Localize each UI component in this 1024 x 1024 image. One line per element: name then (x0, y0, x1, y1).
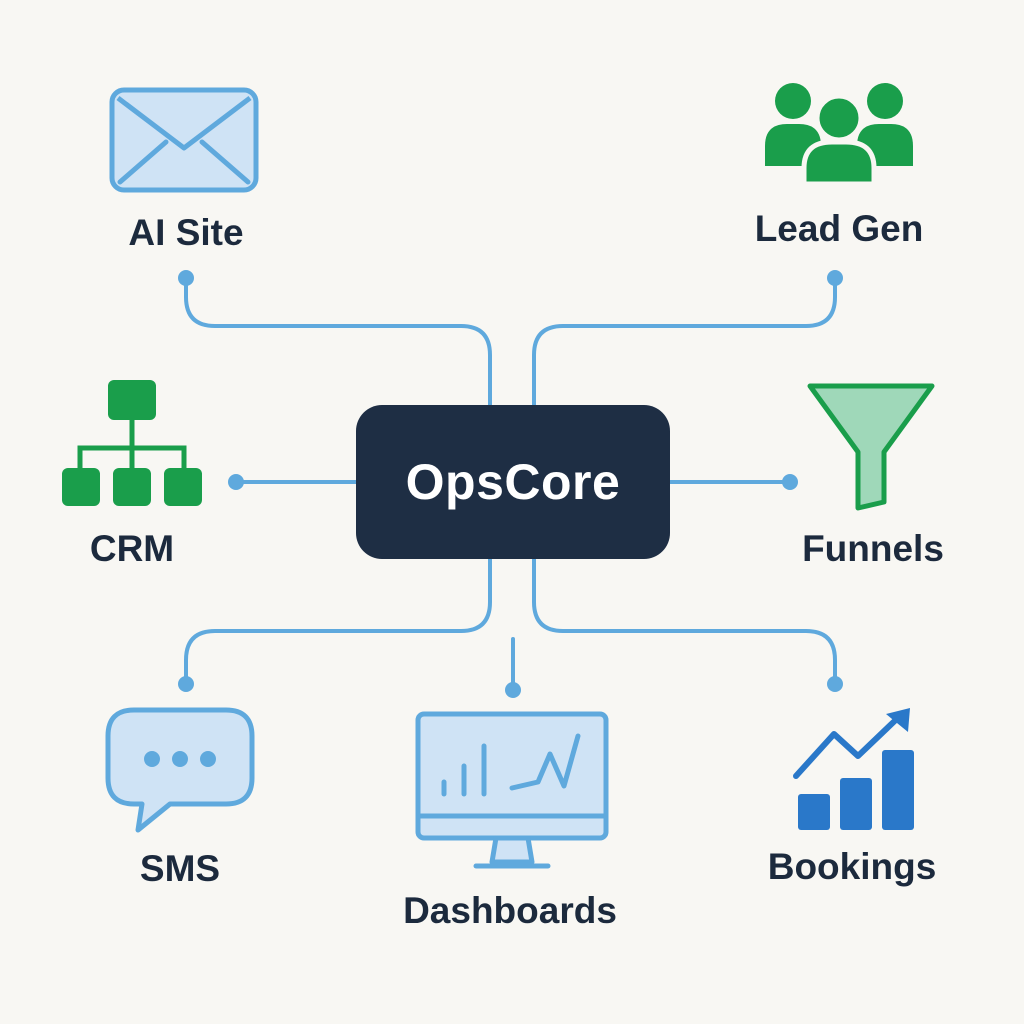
connector-dot-ai-site (178, 270, 194, 286)
connector-dot-funnels (782, 474, 798, 490)
connector-dot-sms (178, 676, 194, 692)
monitor-chart-icon (415, 711, 609, 869)
connector-bookings (532, 557, 837, 684)
node-label-crm: CRM (89, 528, 175, 569)
node-label-dashboards: Dashboards (403, 890, 617, 931)
node-label-ai-site: AI Site (128, 212, 244, 253)
connector-ai-site (184, 278, 492, 407)
connector-dot-dashboards (505, 682, 521, 698)
connector-lead-gen (532, 278, 837, 407)
growth-chart-icon (793, 708, 914, 830)
node-label-sms: SMS (139, 848, 221, 889)
node-label-lead-gen: Lead Gen (754, 208, 924, 249)
hub-label: OpsCore (405, 454, 621, 510)
connector-dot-bookings (827, 676, 843, 692)
node-label-bookings: Bookings (767, 846, 937, 887)
funnel-icon (807, 383, 935, 511)
node-label-funnels: Funnels (802, 528, 944, 569)
connector-sms (184, 557, 492, 684)
connector-dot-crm (228, 474, 244, 490)
hub-node: OpsCore (356, 405, 670, 559)
chat-bubble-icon (105, 707, 255, 833)
connector-dot-lead-gen (827, 270, 843, 286)
org-chart-icon (62, 380, 202, 506)
people-group-icon (765, 83, 913, 186)
envelope-icon (109, 87, 259, 193)
